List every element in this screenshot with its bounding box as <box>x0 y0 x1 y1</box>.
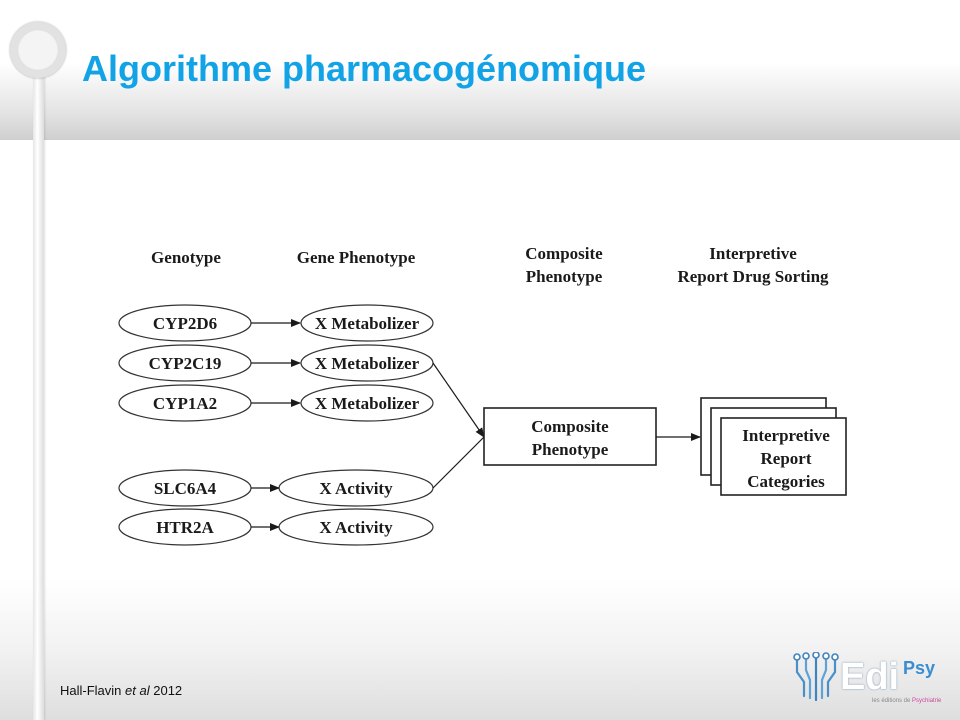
genotype-label: CYP1A2 <box>153 394 217 413</box>
genotype-label: HTR2A <box>156 518 214 537</box>
phenotype-node-5: X Activity <box>278 508 434 546</box>
phenotype-node-3: X Metabolizer <box>300 384 434 422</box>
slide-title: Algorithme pharmacogénomique <box>82 48 647 89</box>
header-composite-line1: Composite <box>525 244 603 263</box>
phenotype-node-2: X Metabolizer <box>300 344 434 382</box>
phenotype-label: X Metabolizer <box>315 314 420 333</box>
composite-box-line2: Phenotype <box>532 440 609 459</box>
interpretive-report-stack: Interpretive Report Categories <box>700 397 847 496</box>
phenotype-node-1: X Metabolizer <box>300 304 434 342</box>
footer-band <box>0 580 960 720</box>
decorative-side-bar <box>33 68 44 720</box>
logo-wordmark: Edi <box>840 656 900 698</box>
report-box-line3: Categories <box>747 472 825 491</box>
header-interpretive-line1: Interpretive <box>709 244 797 263</box>
logo-tagline: les éditions de Psychiatrie <box>872 698 941 704</box>
genotype-node-htr2a: HTR2A <box>118 508 252 546</box>
report-box-line2: Report <box>761 449 812 468</box>
citation-etal: et al <box>125 683 150 698</box>
decorative-ring-icon <box>10 22 66 78</box>
circuit-logo-icon <box>793 652 839 702</box>
genotype-node-slc6a4: SLC6A4 <box>118 469 252 507</box>
citation: Hall-Flavin et al 2012 <box>60 683 182 698</box>
genotype-label: CYP2D6 <box>153 314 217 333</box>
header-band <box>0 0 960 140</box>
genotype-node-cyp2d6: CYP2D6 <box>118 304 252 342</box>
citation-year: 2012 <box>153 683 183 698</box>
phenotype-label: X Activity <box>319 479 393 498</box>
connector-line <box>432 362 485 438</box>
phenotype-label: X Metabolizer <box>315 394 420 413</box>
phenotype-label: X Activity <box>319 518 393 537</box>
citation-author: Hall-Flavin <box>60 683 122 698</box>
genotype-label: CYP2C19 <box>149 354 222 373</box>
connector-line <box>432 436 485 489</box>
logo-psy: Psy <box>903 658 936 678</box>
edipsy-logo: Edi Psy les éditions de Psychiatrie <box>792 652 942 712</box>
phenotype-node-4: X Activity <box>278 469 434 507</box>
logo-tagline-highlight: Psychiatrie <box>912 698 942 704</box>
composite-box-line1: Composite <box>531 417 609 436</box>
header-composite-line2: Phenotype <box>526 267 603 286</box>
composite-phenotype-box: Composite Phenotype <box>483 407 657 466</box>
header-interpretive-line2: Report Drug Sorting <box>677 267 829 286</box>
genotype-node-cyp1a2: CYP1A2 <box>118 384 252 422</box>
report-box-line1: Interpretive <box>742 426 830 445</box>
genotype-node-cyp2c19: CYP2C19 <box>118 344 252 382</box>
logo-tagline-prefix: les éditions de <box>872 698 911 704</box>
header-gene-phenotype: Gene Phenotype <box>297 248 416 267</box>
header-genotype: Genotype <box>151 248 221 267</box>
phenotype-label: X Metabolizer <box>315 354 420 373</box>
genotype-label: SLC6A4 <box>154 479 217 498</box>
